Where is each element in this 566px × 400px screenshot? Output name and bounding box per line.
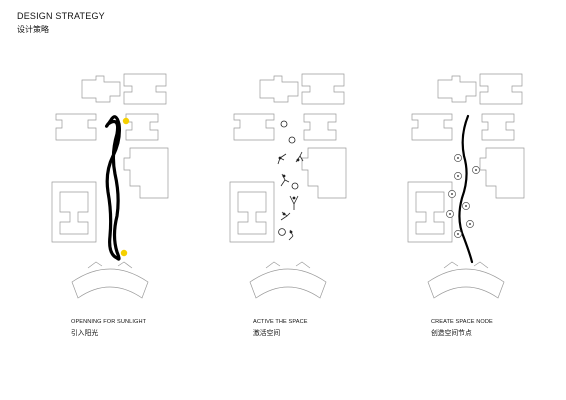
page-subtitle: 设计策略: [17, 25, 49, 34]
caption-active-en: ACTIVE THE SPACE: [253, 319, 308, 325]
node-path: [458, 114, 474, 264]
sun-icon: [120, 249, 128, 257]
caption-node-en: CREATE SPACE NODE: [431, 319, 493, 325]
caption-active-zh: 激活空间: [253, 329, 281, 337]
caption-sunlight-en: OPENNING FOR SUNLIGHT: [71, 319, 147, 325]
panel-node-diagram: [407, 73, 525, 299]
panel-sunlight-diagram: [51, 73, 169, 299]
sunlight-path: [104, 115, 121, 261]
page-title: DESIGN STRATEGY: [17, 11, 105, 21]
sun-icon: [122, 117, 130, 125]
panel-active-diagram: [229, 73, 347, 299]
caption-sunlight-zh: 引入阳光: [71, 329, 99, 337]
caption-node-zh: 创造空间节点: [431, 329, 472, 337]
people-icons: [277, 120, 304, 241]
